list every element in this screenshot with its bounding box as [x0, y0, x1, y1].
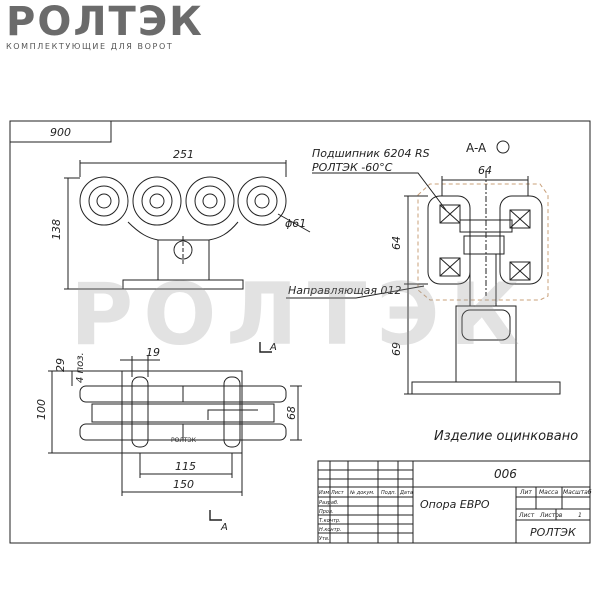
right-roller — [499, 195, 543, 285]
dim-69: 69 — [390, 342, 403, 356]
dim-150: 150 — [173, 478, 194, 491]
frame-label: 900 — [50, 126, 71, 139]
tb-row-sign: Подп. — [381, 490, 396, 496]
dim-138: 138 — [50, 219, 63, 240]
roller-3 — [185, 176, 235, 226]
tb-row-list: Лист — [330, 490, 345, 496]
title-block — [317, 460, 591, 544]
tb-role-4: Н.контр. — [319, 527, 341, 533]
bearing-leader — [312, 172, 447, 211]
roller-2 — [132, 176, 182, 226]
tb-name: Опора ЕВРО — [420, 498, 490, 511]
tb-row-izm: Изм — [319, 490, 329, 496]
section-symbol — [496, 140, 510, 154]
dim-115: 115 — [175, 460, 196, 473]
brand-logo: РОЛТЭК КОМПЛЕКТУЮЩИЕ ДЛЯ ВОРОТ — [6, 2, 204, 51]
dim-64h: 64 — [478, 164, 492, 177]
tb-role-1: Разраб. — [319, 500, 339, 506]
plan-base-plate — [121, 370, 243, 454]
roller-4 — [237, 176, 287, 226]
tb-col-mass: Масса — [539, 489, 558, 496]
logo-wordmark: РОЛТЭК — [6, 0, 204, 45]
section-mark-top: A — [269, 342, 277, 353]
slot — [207, 409, 258, 420]
tb-row-doc: № докум. — [349, 490, 375, 496]
dim-19: 19 — [146, 346, 160, 359]
logo-tagline: КОМПЛЕКТУЮЩИЕ ДЛЯ ВОРОТ — [6, 42, 174, 51]
section-view — [286, 140, 561, 395]
tb-col-scale: Масштаб — [563, 489, 592, 496]
roller-1 — [79, 176, 129, 226]
tb-role-5: Утв. — [319, 536, 330, 542]
tb-role-2: Пров. — [319, 509, 334, 515]
support-stem — [455, 305, 517, 383]
section-mark-bottom-arrow — [209, 510, 222, 521]
rail-outline — [417, 183, 549, 301]
rail-leader — [286, 285, 425, 299]
bracket-hole — [173, 240, 193, 260]
middle-bracket — [91, 403, 275, 423]
plan-brand: РОЛТЭК — [171, 437, 197, 444]
base-plate — [122, 279, 244, 290]
tb-row-date: Дата — [399, 490, 413, 496]
rail-label: Направляющая 012 — [288, 284, 402, 297]
tb-code: 006 — [494, 467, 517, 481]
dim-61-leader — [277, 213, 311, 233]
tb-sheets-count: 1 — [578, 512, 582, 519]
drawing-frame — [9, 120, 591, 544]
dim-100: 100 — [35, 399, 48, 420]
frame-label-box — [10, 121, 112, 143]
front-view — [64, 160, 311, 290]
dim-251: 251 — [173, 148, 194, 161]
left-roller — [427, 195, 471, 285]
section-mark-bottom: A — [220, 522, 228, 533]
section-mark-top-arrow — [259, 342, 272, 353]
tb-role-3: Т.контр. — [319, 518, 341, 524]
tb-sheets: Листов — [539, 512, 563, 519]
axle-right — [223, 376, 241, 448]
plan-view — [48, 342, 302, 521]
dim-64v: 64 — [390, 236, 403, 250]
dim-4-poz: 4 поз. — [75, 352, 86, 383]
bearing-line-1: Подшипник 6204 RS — [312, 147, 430, 160]
tb-sheet: Лист — [518, 512, 535, 519]
support-base — [411, 381, 561, 395]
bearing-line-2: РОЛТЭК -60°С — [312, 161, 393, 174]
tb-col-lit: Лит — [519, 489, 532, 496]
section-label: A-A — [466, 141, 487, 155]
dim-68: 68 — [285, 406, 298, 420]
axle-left — [131, 376, 149, 448]
galvanized-note: Изделие оцинковано — [434, 429, 578, 444]
dim-61: ϕ61 — [285, 217, 306, 230]
dim-29: 29 — [54, 358, 67, 372]
tb-company: РОЛТЭК — [530, 526, 577, 539]
